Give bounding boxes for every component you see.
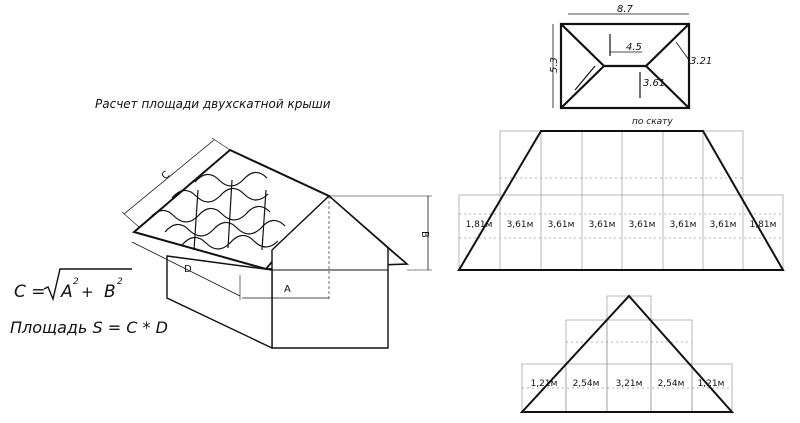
formula-c-op: + [81,283,94,301]
plan-side-label: 3.21 [690,56,712,67]
formula-c-b: B [104,282,116,302]
roof-plan [552,13,691,110]
plan-width-label: 8.7 [617,4,634,15]
page-title: Расчет площади двухскатной крыши [95,97,331,111]
plan-slope-label: 3.61 [643,78,665,89]
formula-c-a: A [60,282,73,302]
trapezoid-segment-label: 3,61м [548,220,575,230]
trapezoid-segment-label: 3,61м [670,220,697,230]
trapezoid-slope-grid [458,130,784,271]
trapezoid-segment-labels: 1,81м 3,61м 3,61м 3,61м 3,61м 3,61м 3,61… [466,220,777,230]
plan-height-label: 5.3 [549,57,560,73]
triangle-segment-labels: 1,21м 2,54м 3,21м 2,54м 1,21м [531,379,725,389]
triangle-segment-label: 3,21м [616,379,643,389]
triangle-slope-outline [519,294,735,413]
trapezoid-slope-outline [457,130,785,271]
plan-ridge-label: 4.5 [626,42,642,53]
triangle-segment-label: 1,21м [531,379,558,389]
plan-outline [559,22,691,110]
house-drawing [121,137,432,350]
side-wall [166,255,273,350]
dimension-d-label: D [184,264,192,275]
triangle-segment-label: 2,54м [658,379,685,389]
trapezoid-segment-label: 3,61м [507,220,534,230]
trapezoid-segment-label: 3,61м [629,220,656,230]
roof-tile-waves [149,171,286,251]
trapezoid-segment-label: 3,61м [710,220,737,230]
formula-c: C = A 2 + B 2 [14,268,132,302]
formula-c-prefix: C = [14,282,46,302]
trapezoid-segment-label: 3,61м [589,220,616,230]
triangle-slope-grid [521,295,733,413]
plan-note: по скату [632,117,673,127]
dimension-b-label: B [419,231,430,238]
dimension-c-label: C [160,169,172,182]
triangle-segment-label: 1,21м [698,379,725,389]
formula-c-b-exp: 2 [117,277,123,287]
dimension-a-label: A [284,284,291,295]
trapezoid-segment-label: 1,81м [466,220,493,230]
formula-c-a-exp: 2 [73,277,79,287]
sqrt-sign [43,268,132,302]
trapezoid-segment-label: 1,81м [750,220,777,230]
formula-area: Площадь S = C * D [10,318,168,337]
triangle-segment-label: 2,54м [573,379,600,389]
